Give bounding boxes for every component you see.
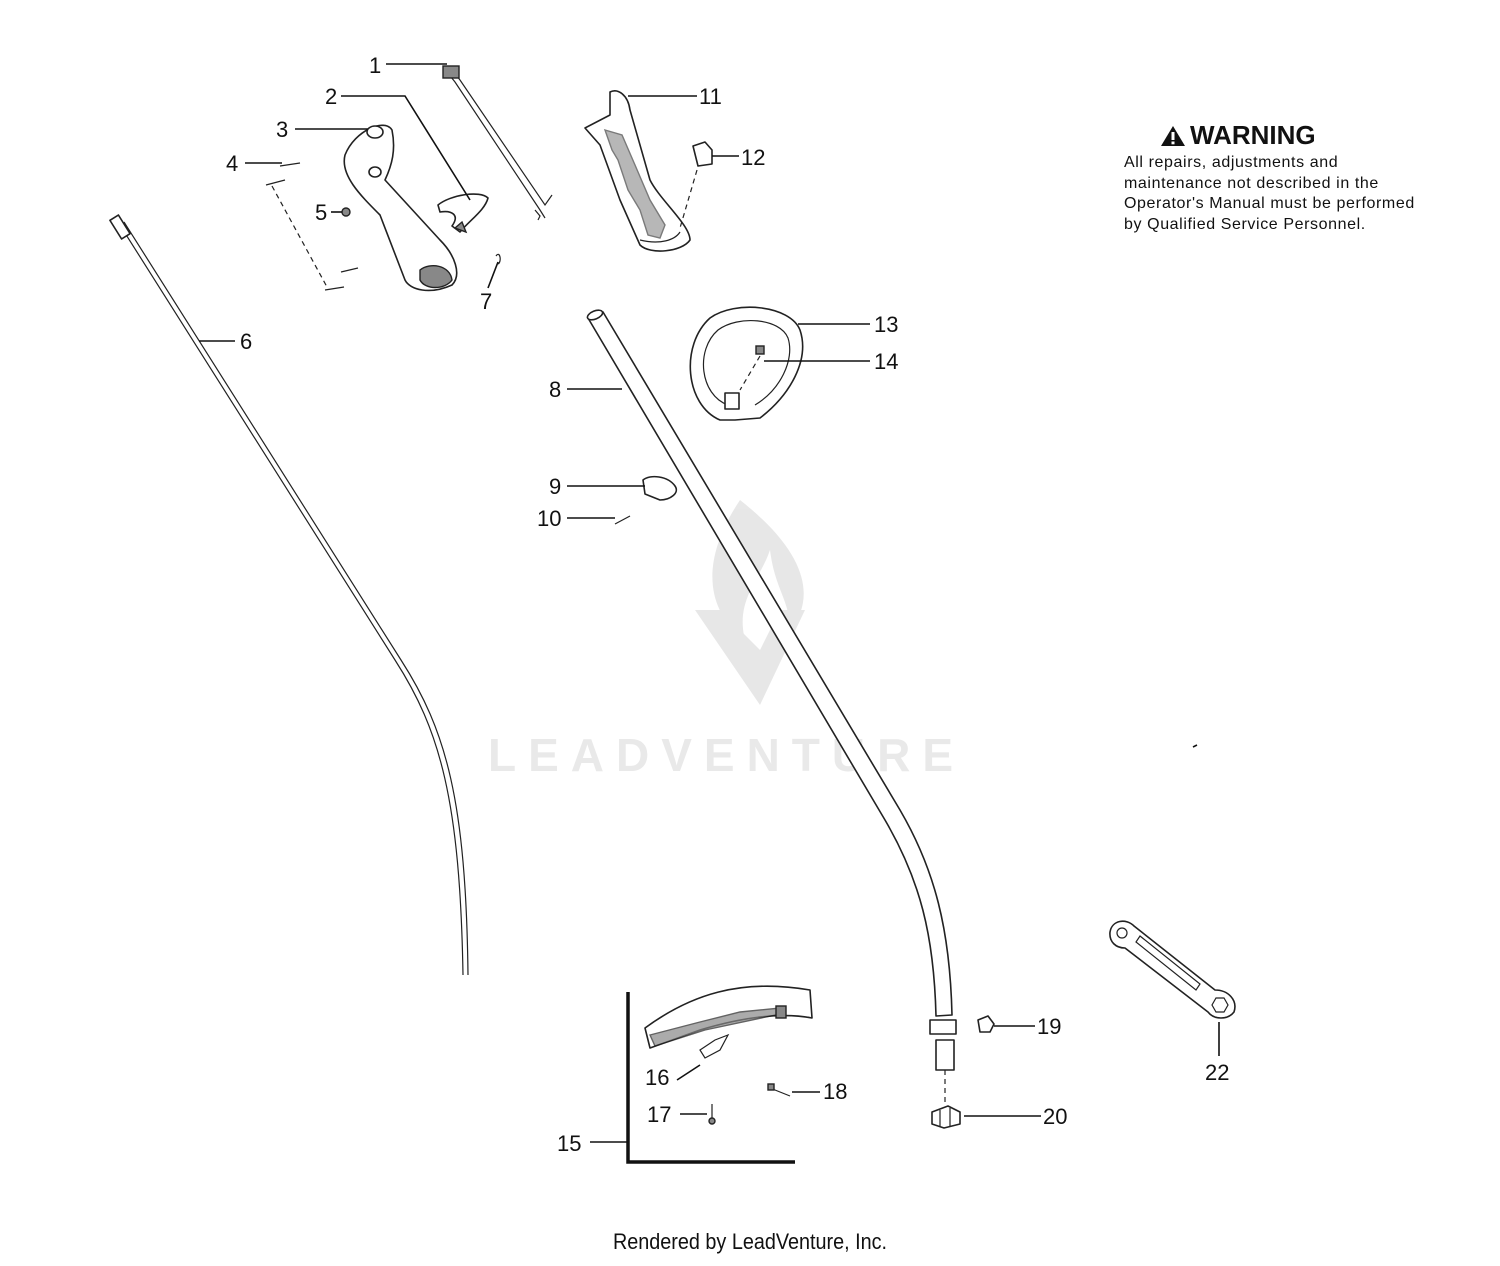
part-5-nut[interactable]: [341, 207, 351, 217]
part-22-wrench[interactable]: [1109, 920, 1236, 1019]
tube-end-fitting: [929, 1019, 957, 1105]
callout-3: 3: [276, 117, 288, 142]
warning-title-text: WARNING: [1190, 120, 1316, 150]
part-4-screws[interactable]: [265, 162, 359, 291]
callout-20: 20: [1043, 1104, 1067, 1129]
warning-triangle-icon: [1161, 125, 1185, 146]
part-8-tube[interactable]: [586, 308, 953, 1017]
callout-labels: 1 2 3 4 5 6 7 8 9 10 11 12 13 14 15 16 1…: [226, 53, 1229, 1156]
callout-22: 22: [1205, 1060, 1229, 1085]
callout-10: 10: [537, 506, 561, 531]
part-1-throttle-cable[interactable]: [442, 65, 553, 221]
callout-9: 9: [549, 474, 561, 499]
callout-12: 12: [741, 145, 765, 170]
callout-5: 5: [315, 200, 327, 225]
callout-18: 18: [823, 1079, 847, 1104]
part-6-drive-shaft[interactable]: [109, 214, 469, 976]
warning-notice: WARNING All repairs, adjustments and mai…: [1124, 120, 1424, 235]
warning-title: WARNING: [1160, 120, 1424, 151]
callout-15: 15: [557, 1131, 581, 1156]
part-10-screw[interactable]: [614, 515, 631, 525]
footer-credit: Rendered by LeadVenture, Inc.: [612, 1229, 888, 1254]
part-19-nut[interactable]: [977, 1015, 995, 1033]
part-11-handle-half[interactable]: [584, 90, 691, 252]
callout-19: 19: [1037, 1014, 1061, 1039]
part-2-throttle-trigger[interactable]: [437, 193, 489, 234]
callout-4: 4: [226, 151, 238, 176]
callout-17: 17: [647, 1102, 671, 1127]
part-7-spring[interactable]: [495, 253, 501, 265]
part-16-guard[interactable]: [644, 985, 813, 1059]
part-12-button[interactable]: [679, 141, 713, 229]
callout-11: 11: [699, 84, 722, 109]
part-20-collar-nut[interactable]: [931, 1105, 961, 1129]
part-13-loop-handle[interactable]: [689, 306, 804, 421]
callout-7: 7: [480, 289, 492, 314]
part-9-clamp[interactable]: [642, 475, 678, 501]
callout-6: 6: [240, 329, 252, 354]
part-15-guard-assembly-bracket: [626, 992, 795, 1164]
leader-lines: [199, 63, 1220, 1143]
part-18-line-cutter[interactable]: [767, 1083, 791, 1097]
part-14-screw[interactable]: [739, 345, 765, 391]
part-17-screw[interactable]: [708, 1104, 716, 1125]
part-3-handle-housing[interactable]: [343, 124, 458, 292]
callout-14: 14: [874, 349, 898, 374]
watermark-logo-icon: [695, 500, 805, 705]
warning-body-text: All repairs, adjustments and maintenance…: [1124, 154, 1415, 233]
callout-16: 16: [645, 1065, 669, 1090]
callout-8: 8: [549, 377, 561, 402]
callout-2: 2: [325, 84, 337, 109]
callout-1: 1: [369, 53, 381, 78]
callout-13: 13: [874, 312, 898, 337]
